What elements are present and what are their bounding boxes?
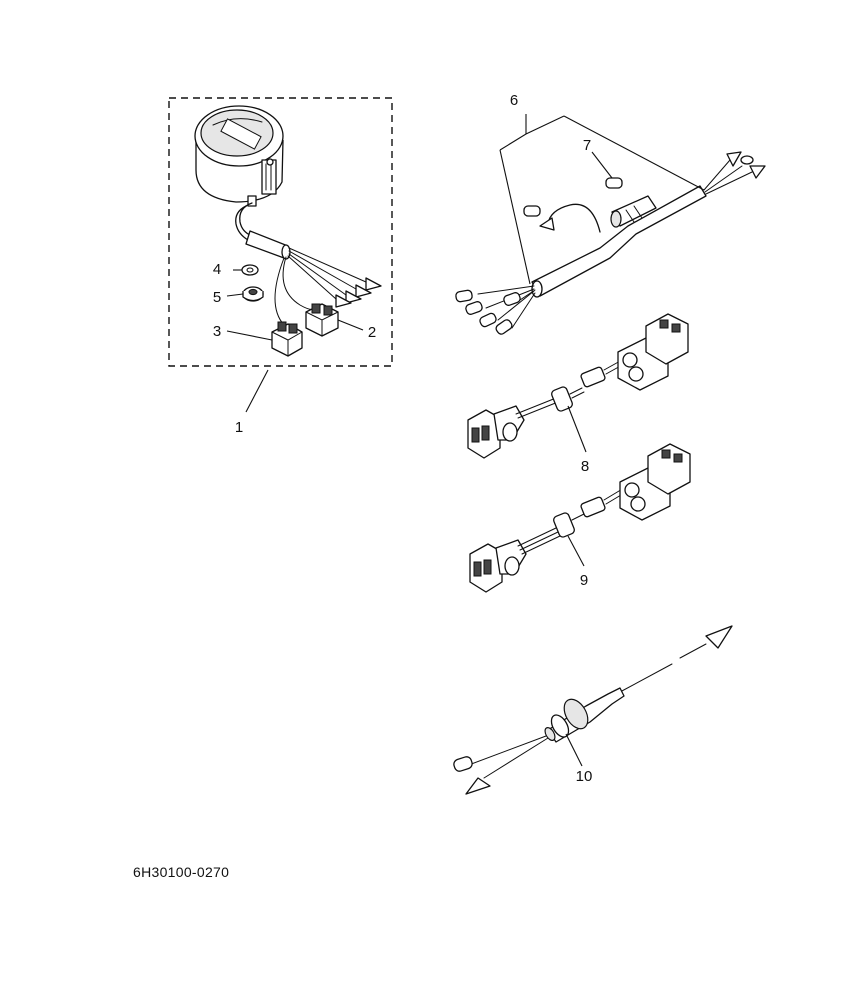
gauge-kit-box: [168, 97, 393, 367]
nut-5: [242, 286, 264, 302]
callout-9: 9: [580, 572, 588, 589]
callout-1: 1: [235, 419, 243, 436]
extension-lead-8: [467, 313, 689, 459]
extension-lead-9: [469, 443, 691, 593]
gauge-meter: [194, 105, 382, 357]
fuse-7: [605, 177, 623, 189]
callout-10: 10: [576, 768, 593, 785]
callout-2: 2: [368, 324, 376, 341]
connector-2: [305, 303, 339, 337]
callout-4: 4: [213, 261, 221, 278]
callout-7: 7: [583, 137, 591, 154]
wire-harness-6: [455, 151, 766, 335]
sender-lead-10: [453, 625, 733, 795]
drawing-code: 6H30100-0270: [133, 864, 230, 880]
callout-6: 6: [510, 92, 518, 109]
callout-8: 8: [581, 458, 589, 475]
callout-3: 3: [213, 323, 221, 340]
callout-5: 5: [213, 289, 221, 306]
washer-4: [241, 264, 259, 276]
connector-3: [271, 321, 303, 357]
